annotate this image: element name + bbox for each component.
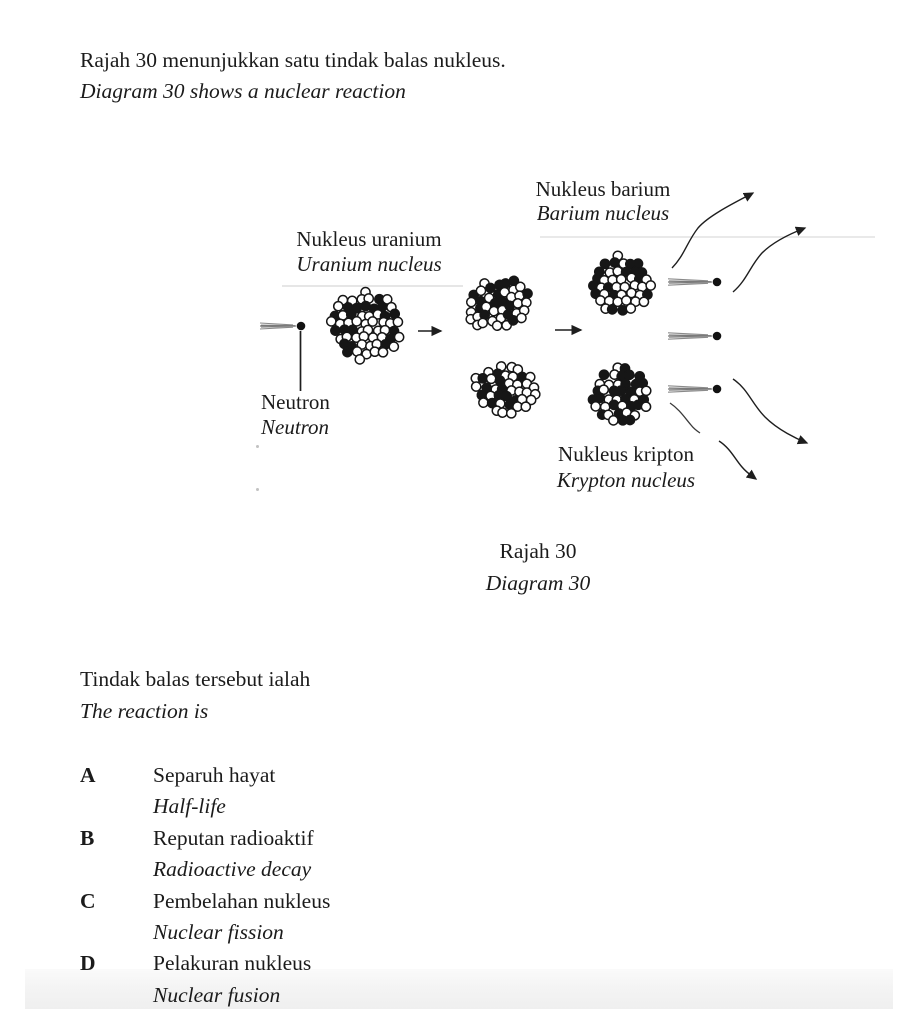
fission-diagram	[230, 160, 917, 505]
option-d-text: Pelakuran nukleus Nuclear fusion	[153, 948, 311, 1011]
option-c-letter: C	[80, 888, 96, 913]
diagram-caption: Rajah 30 Diagram 30	[438, 536, 638, 599]
emitted-neutron-icon-1	[667, 277, 722, 287]
neutron-label-malay: Neutron	[261, 390, 330, 414]
option-b: B Reputan radioaktif Radioactive decay	[80, 823, 330, 886]
option-d: D Pelakuran nukleus Nuclear fusion	[80, 948, 330, 1011]
caption-malay: Rajah 30	[499, 539, 577, 563]
uranium-label-malay: Nukleus uranium	[296, 227, 442, 251]
neutron-path-arrow-up-2	[732, 226, 807, 293]
uranium-label-english: Uranium nucleus	[296, 252, 442, 276]
option-a-english: Half-life	[153, 794, 226, 819]
option-a-letter: A	[80, 763, 96, 787]
barium-nucleus-cluster	[588, 250, 657, 316]
intro-line-malay: Rajah 30 menunjukkan satu tindak balas n…	[80, 48, 506, 72]
incoming-neutron-icon	[259, 321, 306, 331]
option-c: C Pembelahan nukleus Nuclear fission	[80, 886, 330, 949]
option-a-malay: Separuh hayat	[153, 763, 276, 787]
question-stem: Tindak balas tersebut ialah The reaction…	[80, 664, 310, 727]
neutron-label-english: Neutron	[261, 415, 330, 439]
emitted-neutron-icon-2	[667, 331, 722, 341]
option-b-malay: Reputan radioaktif	[153, 825, 314, 850]
splitting-nucleus-upper	[465, 275, 533, 331]
splitting-nucleus-lower	[470, 361, 541, 419]
option-a: A Separuh hayat Half-life	[80, 760, 330, 823]
neutron-path-curve-short	[669, 402, 701, 434]
barium-label-english: Barium nucleus	[536, 201, 670, 225]
caption-english: Diagram 30	[485, 570, 591, 595]
neutron-path-arrow-up-1	[671, 192, 755, 269]
neutron-label: Neutron Neutron	[261, 390, 330, 440]
intro-text: Rajah 30 menunjukkan satu tindak balas n…	[80, 45, 506, 106]
krypton-label-english: Krypton nucleus	[556, 467, 696, 492]
barium-nucleus-label: Nukleus barium Barium nucleus	[503, 177, 703, 225]
scan-speck-1	[256, 445, 259, 448]
krypton-nucleus-label: Nukleus kripton Krypton nucleus	[526, 442, 726, 493]
neutron-path-arrow-down-2	[718, 440, 758, 480]
option-b-letter: B	[80, 825, 95, 850]
options-list: A Separuh hayat Half-life B Reputan radi…	[80, 760, 330, 1011]
emitted-neutron-icon-3	[667, 384, 722, 394]
krypton-nucleus-cluster	[587, 362, 652, 426]
option-d-malay: Pelakuran nukleus	[153, 951, 312, 976]
intro-line-english: Diagram 30 shows a nuclear reaction	[80, 78, 406, 103]
option-c-english: Nuclear fission	[153, 920, 284, 945]
option-d-english: Nuclear fusion	[153, 982, 281, 1007]
krypton-label-malay: Nukleus kripton	[558, 442, 694, 466]
scan-speck-2	[256, 488, 259, 491]
option-a-text: Separuh hayat Half-life	[153, 760, 275, 823]
option-c-text: Pembelahan nukleus Nuclear fission	[153, 886, 330, 949]
question-english: The reaction is	[80, 698, 209, 723]
option-b-text: Reputan radioaktif Radioactive decay	[153, 823, 314, 886]
option-d-letter: D	[80, 951, 96, 976]
barium-label-malay: Nukleus barium	[535, 177, 671, 201]
page-edge-band	[25, 969, 893, 1009]
uranium-nucleus-cluster	[325, 286, 405, 365]
fission-diagram-svg	[259, 192, 875, 480]
uranium-nucleus-label: Nukleus uranium Uranium nucleus	[269, 227, 469, 277]
neutron-path-arrow-down-1	[732, 378, 809, 445]
question-malay: Tindak balas tersebut ialah	[80, 667, 311, 691]
option-b-english: Radioactive decay	[153, 857, 312, 882]
option-c-malay: Pembelahan nukleus	[153, 888, 331, 913]
